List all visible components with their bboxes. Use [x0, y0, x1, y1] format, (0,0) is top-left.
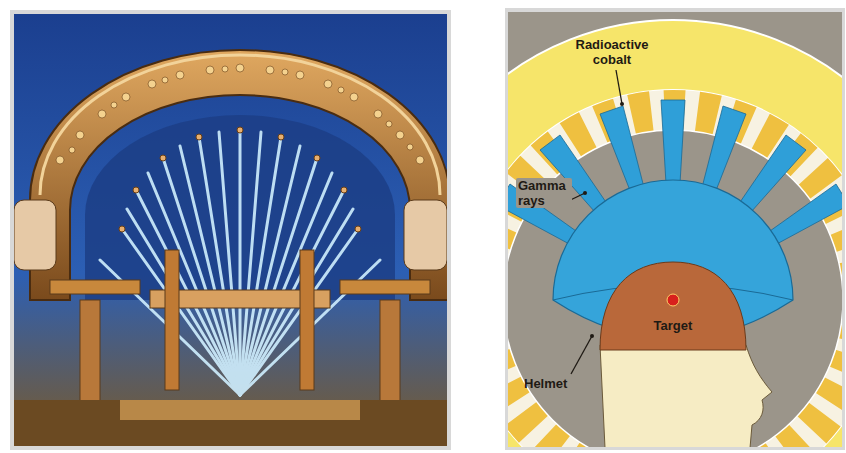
part-label: Target: [640, 318, 706, 333]
part-label: Gamma rays: [516, 178, 572, 208]
part-label: Radioactive cobalt: [562, 37, 662, 67]
photo-frame: [10, 10, 451, 450]
brain: [600, 262, 746, 350]
gamma-knife-photo: [14, 14, 447, 446]
leader-lines: [560, 70, 622, 374]
target-point: [667, 294, 679, 306]
head: [600, 345, 772, 447]
outer-shield: [508, 55, 842, 447]
gamma-knife-diagram: [508, 12, 842, 447]
part-label: Helmet: [524, 376, 584, 391]
